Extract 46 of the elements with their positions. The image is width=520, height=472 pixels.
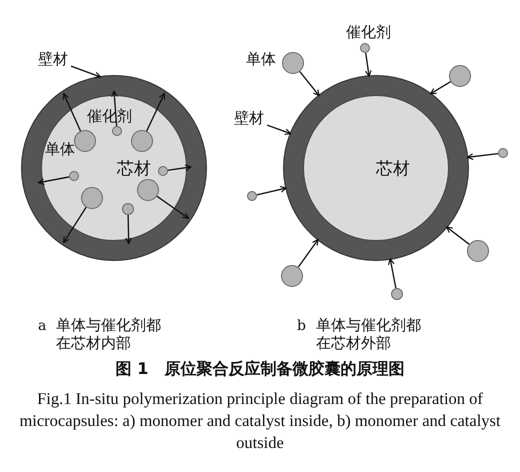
arrow xyxy=(364,52,372,77)
panel-caption: 单体与催化剂都在芯材外部 xyxy=(316,316,422,352)
arrow xyxy=(388,258,396,288)
figure-caption: Fig.1 In-situ polymerization principle diagram of the preparation of microcapsules: a) monomer and catalyst inside, b) monomer and catalyst outside xyxy=(18,388,502,454)
panel-letter: a xyxy=(38,318,46,335)
particle xyxy=(360,43,370,53)
particle xyxy=(131,130,153,152)
panel-letter: b xyxy=(297,318,306,335)
particle xyxy=(391,288,403,300)
arrow xyxy=(125,214,132,244)
arrow xyxy=(156,196,190,219)
particle xyxy=(467,240,489,262)
figure-title: 图 1 原位聚合反应制备微胶囊的原理图 xyxy=(114,360,406,377)
particle xyxy=(137,179,159,201)
particle xyxy=(74,130,96,152)
arrow xyxy=(146,92,166,132)
core-label: 芯材 xyxy=(117,161,151,178)
leader-line xyxy=(266,124,292,135)
particle xyxy=(158,166,168,176)
particle xyxy=(281,265,303,287)
core-label: 芯材 xyxy=(376,161,410,178)
arrow xyxy=(256,186,287,196)
arrow xyxy=(63,206,87,244)
particle xyxy=(112,126,122,136)
arrow xyxy=(62,92,82,132)
arrow xyxy=(430,81,451,94)
arrow xyxy=(38,176,70,185)
arrow xyxy=(299,71,320,96)
panel-caption: 单体与催化剂都在芯材内部 xyxy=(56,316,162,352)
particle xyxy=(498,148,508,158)
wall-label: 壁材 xyxy=(234,110,264,127)
particle xyxy=(81,187,103,209)
particle xyxy=(69,171,79,181)
particle xyxy=(122,203,134,215)
wall-label: 壁材 xyxy=(38,51,68,68)
arrow xyxy=(298,238,319,268)
particle xyxy=(282,52,304,74)
arrow xyxy=(168,164,192,172)
particle xyxy=(449,65,471,87)
particle-label: 催化剂 xyxy=(346,24,391,41)
particle-label: 单体 xyxy=(45,141,75,158)
arrow xyxy=(466,152,498,160)
arrow xyxy=(446,226,470,245)
particle xyxy=(247,191,257,201)
particle-label: 单体 xyxy=(246,51,276,68)
leader-line xyxy=(70,66,102,78)
